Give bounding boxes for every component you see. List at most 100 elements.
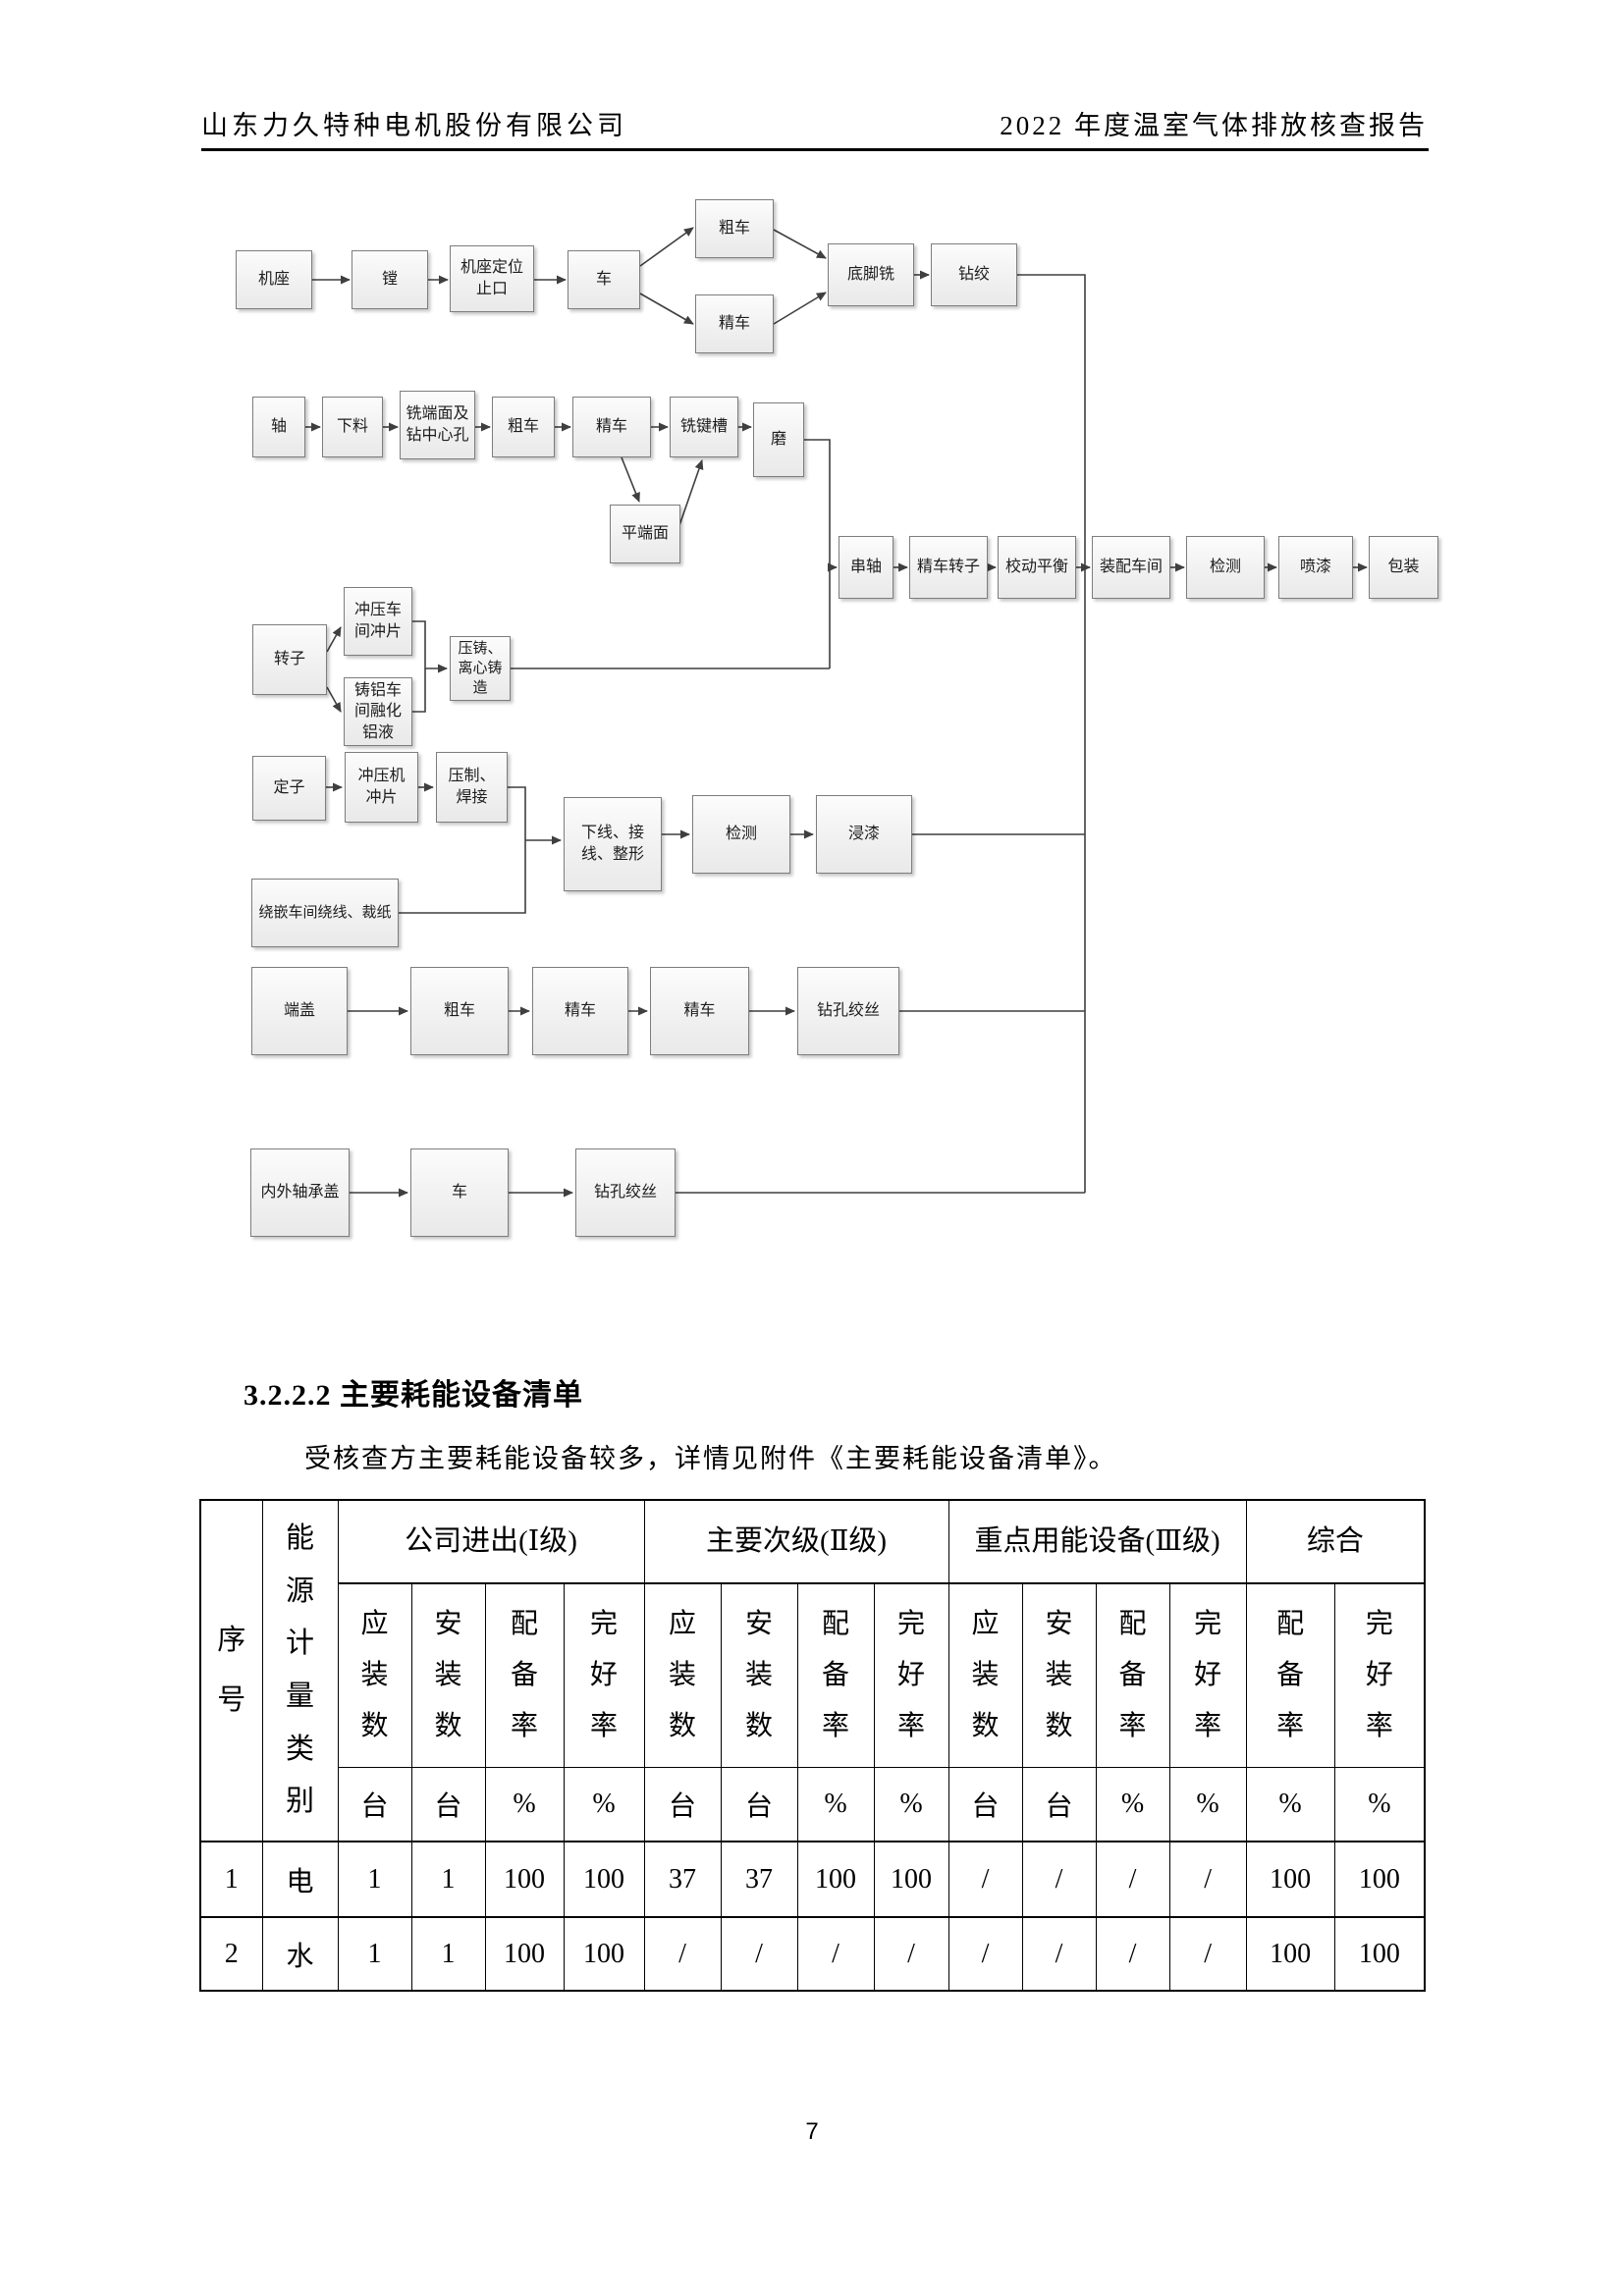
flow-node: 端盖 <box>251 967 348 1055</box>
flow-node: 轴 <box>252 397 305 457</box>
flow-node: 喷漆 <box>1278 536 1353 599</box>
table-subheader: 安装数 <box>720 1582 798 1768</box>
table-subheader: 应装数 <box>337 1582 412 1768</box>
table-cell: 37 <box>643 1841 722 1918</box>
table-cell: / <box>796 1916 875 1992</box>
table-cell: 1 <box>337 1916 412 1992</box>
flow-node: 精车转子 <box>909 536 988 599</box>
flow-node: 浸漆 <box>816 795 912 874</box>
table-group-overall: 综合 <box>1245 1499 1426 1584</box>
flow-node: 粗车 <box>695 199 774 258</box>
flow-node: 下线、接线、整形 <box>564 797 662 891</box>
table-cell: 1 <box>337 1841 412 1918</box>
flow-node: 粗车 <box>410 967 509 1055</box>
table-cell: / <box>720 1916 798 1992</box>
flow-node: 车 <box>410 1148 509 1237</box>
table-header-seq: 序号 <box>199 1499 263 1842</box>
flow-node: 定子 <box>252 756 326 821</box>
table-cell: 水 <box>261 1916 339 1992</box>
table-cell: 100 <box>484 1841 565 1918</box>
section-heading: 3.2.2.2 主要耗能设备清单 <box>244 1379 583 1412</box>
table-cell: 37 <box>720 1841 798 1918</box>
table-subheader: 完好率 <box>1168 1582 1247 1768</box>
table-cell: / <box>643 1916 722 1992</box>
flow-node: 铣键槽 <box>670 397 738 457</box>
table-subheader: 完好率 <box>563 1582 645 1768</box>
flow-node: 车 <box>568 250 640 309</box>
flow-node: 铣端面及钻中心孔 <box>400 391 475 459</box>
table-group-level3: 重点用能设备(Ⅲ级) <box>947 1499 1247 1584</box>
table-cell: 100 <box>563 1916 645 1992</box>
flow-node: 机座 <box>236 250 312 309</box>
flow-node: 检测 <box>1186 536 1265 599</box>
table-unit: % <box>1095 1766 1170 1842</box>
flow-node: 压铸、离心铸造 <box>450 636 511 701</box>
flow-node: 下料 <box>322 397 383 457</box>
header-report-title: 2022 年度温室气体排放核查报告 <box>1000 111 1428 140</box>
table-cell: 1 <box>410 1916 486 1992</box>
table-subheader: 配备率 <box>1095 1582 1170 1768</box>
flow-node: 铸铝车间融化铝液 <box>344 677 412 746</box>
flow-node: 机座定位止口 <box>450 245 534 312</box>
table-cell: 100 <box>563 1841 645 1918</box>
table-row: 1 电 1 1 100 100 37 37 100 100 / / / / 10… <box>199 1841 1426 1918</box>
table-unit: % <box>1333 1766 1426 1842</box>
flow-node: 钻孔绞丝 <box>575 1148 676 1237</box>
section-paragraph: 受核查方主要耗能设备较多，详情见附件《主要耗能设备清单》。 <box>304 1444 1117 1473</box>
table-unit: % <box>1168 1766 1247 1842</box>
flow-node: 冲压车间冲片 <box>344 587 412 656</box>
table-cell: 100 <box>484 1916 565 1992</box>
table-subheader: 安装数 <box>1021 1582 1097 1768</box>
table-unit: % <box>873 1766 949 1842</box>
table-unit: % <box>1245 1766 1335 1842</box>
table-cell: 1 <box>199 1841 263 1918</box>
flow-node: 内外轴承盖 <box>250 1148 350 1237</box>
flow-node: 精车 <box>695 294 774 353</box>
flow-node: 钻绞 <box>931 243 1017 306</box>
flow-node: 绕嵌车间绕线、裁纸 <box>251 879 399 947</box>
table-cell: / <box>1095 1841 1170 1918</box>
table-cell: 100 <box>796 1841 875 1918</box>
table-subheader: 完好率 <box>873 1582 949 1768</box>
flow-node: 检测 <box>692 795 790 874</box>
table-subheader: 完好率 <box>1333 1582 1426 1768</box>
flow-node: 钻孔绞丝 <box>797 967 899 1055</box>
table-cell: / <box>947 1841 1023 1918</box>
table-cell: 100 <box>1333 1841 1426 1918</box>
table-cell: 100 <box>873 1841 949 1918</box>
table-cell: / <box>1021 1916 1097 1992</box>
table-cell: / <box>1021 1841 1097 1918</box>
table-cell: 100 <box>1245 1916 1335 1992</box>
header-company-name: 山东力久特种电机股份有限公司 <box>201 111 627 140</box>
flow-node: 粗车 <box>492 397 555 457</box>
header-rule <box>201 148 1429 151</box>
flow-node: 镗 <box>352 250 428 309</box>
table-cell: 100 <box>1333 1916 1426 1992</box>
table-cell: / <box>873 1916 949 1992</box>
connector-lines <box>399 274 1086 1194</box>
table-unit: % <box>563 1766 645 1842</box>
table-subheader: 配备率 <box>1245 1582 1335 1768</box>
table-row: 2 水 1 1 100 100 / / / / / / / / 100 100 <box>199 1916 1426 1992</box>
connector-arrows <box>305 227 1368 1198</box>
table-cell: 2 <box>199 1916 263 1992</box>
flow-node: 转子 <box>252 624 327 695</box>
table-unit: % <box>484 1766 565 1842</box>
table-cell: / <box>1168 1916 1247 1992</box>
table-cell: 1 <box>410 1841 486 1918</box>
table-unit: 台 <box>337 1766 412 1842</box>
flow-node: 装配车间 <box>1092 536 1170 599</box>
table-cell: / <box>1095 1916 1170 1992</box>
flow-node: 磨 <box>753 402 804 477</box>
process-flowchart: 机座 镗 机座定位止口 车 粗车 精车 底脚铣 钻绞 轴 下料 铣端面及钻中心孔… <box>236 199 1438 1237</box>
flow-node: 精车 <box>572 397 651 457</box>
table-group-level1: 公司进出(Ⅰ级) <box>337 1499 645 1584</box>
table-cell: 电 <box>261 1841 339 1918</box>
table-unit: % <box>796 1766 875 1842</box>
table-subheader: 安装数 <box>410 1582 486 1768</box>
table-unit: 台 <box>720 1766 798 1842</box>
table-subheader: 配备率 <box>796 1582 875 1768</box>
table-subheader: 应装数 <box>947 1582 1023 1768</box>
table-cell: / <box>1168 1841 1247 1918</box>
flow-node: 冲压机冲片 <box>345 752 418 823</box>
